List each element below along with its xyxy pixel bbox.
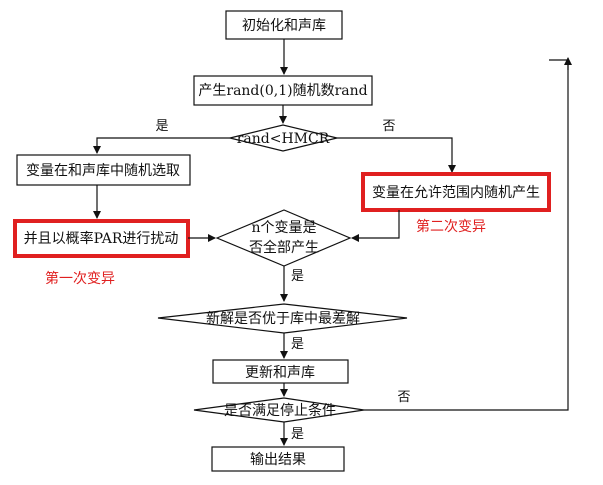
edge-stop-no-loop [364,59,569,411]
hmcr-yes-label: 是 [155,119,168,134]
init-label: 初始化和声库 [242,17,326,34]
hmcr-no-label: 否 [382,119,395,134]
update-memory-node: 更新和声库 [212,359,349,384]
generate-rand-label: 产生rand(0,1)随机数rand [198,83,367,99]
all-generated-label-1: n个变量是 [251,220,316,236]
select-memory-label: 变量在和声库中随机选取 [26,163,180,179]
stop-no-label: 否 [397,390,410,405]
generate-rand-node: 产生rand(0,1)随机数rand [193,75,373,106]
better-than-worst-label: 新解是否优于库中最差解 [206,311,360,327]
stop-yes-label: 是 [291,427,304,442]
update-memory-label: 更新和声库 [245,365,315,381]
stop-condition-decision: 是否满足停止条件 [193,397,365,423]
edge-hmcr-no [337,137,456,173]
output-label: 输出结果 [250,452,306,468]
output-node: 输出结果 [211,446,345,472]
random-range-node: 变量在允许范围内随机产生 [361,172,551,212]
random-range-label: 变量在允许范围内随机产生 [372,184,540,201]
better-than-worst-decision: 新解是否优于库中最差解 [157,303,408,334]
stop-condition-label: 是否满足停止条件 [224,402,336,419]
perturb-par-node: 并且以概率PAR进行扰动 [13,219,190,258]
second-mutation-annotation: 第二次变异 [416,218,486,235]
first-mutation-annotation: 第一次变异 [45,270,115,287]
all-generated-decision: n个变量是 否全部产生 [215,209,352,267]
all-yes-label: 是 [291,269,304,284]
better-yes-label: 是 [291,337,304,352]
hmcr-decision-label: rand<HMCR [237,131,330,147]
hmcr-decision: rand<HMCR [229,124,338,152]
all-generated-label-2: 否全部产生 [249,239,319,256]
edge-hmcr-yes [93,137,230,154]
init-node: 初始化和声库 [225,10,343,40]
perturb-par-label: 并且以概率PAR进行扰动 [24,230,179,247]
select-memory-node: 变量在和声库中随机选取 [16,154,191,186]
edge-range-all [351,210,400,242]
